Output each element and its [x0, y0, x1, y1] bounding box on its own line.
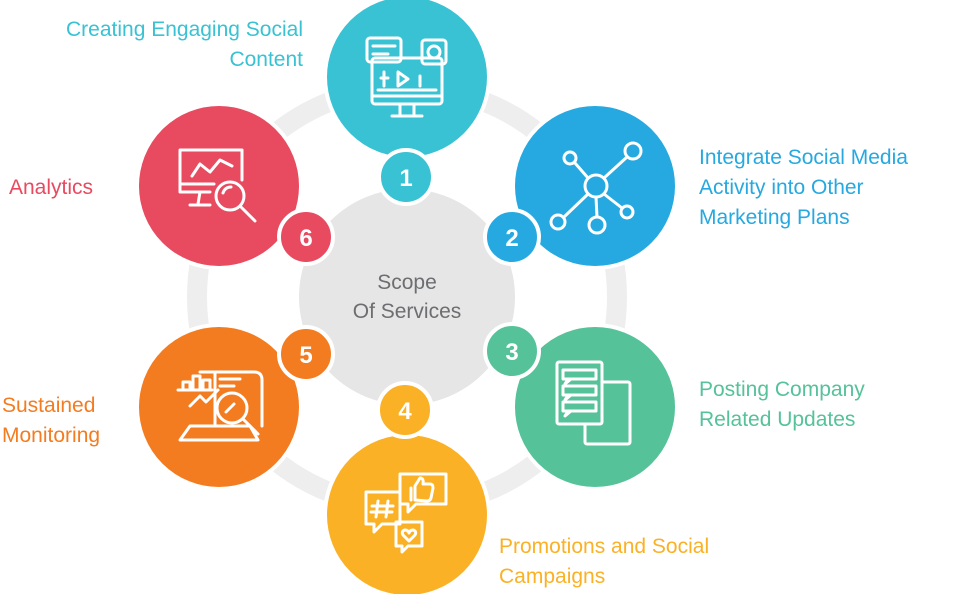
- service-label-5: Sustained Monitoring: [2, 391, 100, 451]
- service-circle-4: [323, 431, 491, 599]
- badge-number-1: 1: [399, 165, 412, 192]
- service-circle-5: [135, 323, 303, 491]
- badge-number-4: 4: [398, 398, 412, 425]
- content-monitor-icon: [365, 36, 448, 118]
- badge-4: [376, 381, 434, 439]
- service-node-4: 4: [323, 381, 491, 599]
- badge-1: [377, 148, 435, 206]
- badge-2: [483, 208, 541, 266]
- chart-magnifier-icon: [176, 370, 264, 442]
- service-label-4: Promotions and Social Campaigns: [499, 532, 709, 592]
- service-label-4-line1: Promotions and Social: [499, 535, 710, 558]
- service-node-1: 1: [323, 0, 491, 206]
- badge-number-2: 2: [505, 225, 518, 252]
- service-label-6: Analytics: [9, 173, 93, 203]
- service-node-5: 5: [135, 323, 335, 491]
- badge-number-6: 6: [299, 225, 312, 252]
- chat-bubbles-icon: [364, 472, 448, 554]
- service-label-2-line1: Integrate Social Media: [699, 146, 908, 169]
- center-title-line2: Of Services: [353, 300, 462, 323]
- service-label-2-line2: Activity into Other: [699, 176, 864, 199]
- document-list-icon: [555, 360, 632, 446]
- badge-5: [277, 325, 335, 383]
- center-title-line1: Scope: [377, 271, 437, 294]
- analytics-monitor-icon: [178, 148, 257, 223]
- service-label-5-line2: Monitoring: [2, 424, 101, 447]
- badge-number-3: 3: [505, 339, 518, 366]
- service-label-3-line1: Posting Company: [699, 378, 865, 401]
- badge-6: [277, 208, 335, 266]
- service-node-3: 3: [483, 322, 679, 491]
- service-label-1: Creating Engaging Social Content: [66, 15, 303, 75]
- service-label-3-line2: Related Updates: [699, 408, 856, 431]
- service-label-1-line2: Content: [229, 48, 303, 71]
- service-label-2: Integrate Social Media Activity into Oth…: [699, 143, 908, 233]
- service-label-4-line2: Campaigns: [499, 565, 606, 588]
- center-circle: [299, 189, 515, 405]
- service-label-5-line1: Sustained: [2, 394, 96, 417]
- service-label-1-line1: Creating Engaging Social: [66, 18, 303, 41]
- service-label-6-line1: Analytics: [9, 176, 94, 199]
- service-node-6: 6: [135, 102, 335, 270]
- badge-3: [483, 322, 541, 380]
- service-label-3: Posting Company Related Updates: [699, 375, 865, 435]
- service-node-2: 2: [483, 102, 679, 270]
- badge-number-5: 5: [299, 342, 312, 369]
- service-label-2-line3: Marketing Plans: [699, 206, 850, 229]
- network-hub-icon: [549, 141, 643, 235]
